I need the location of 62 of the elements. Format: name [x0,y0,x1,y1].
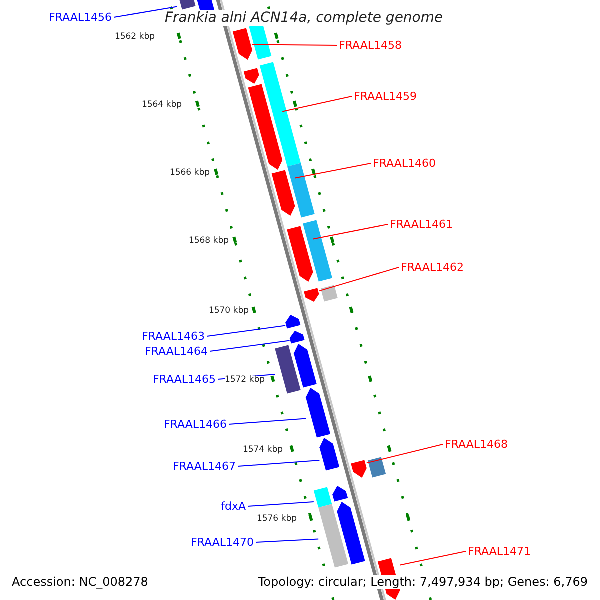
gene-label: FRAAL1463 [142,331,205,342]
scale-label: 1562 kbp [114,33,155,42]
gene-label: FRAAL1462 [401,262,464,273]
scale-label: 1570 kbp [208,307,249,316]
gene-label: FRAAL1456 [48,12,112,23]
scale-label: 1568 kbp [188,237,229,246]
gene-label: FRAAL1466 [164,419,227,430]
gene-block [290,331,305,344]
gene-block [287,226,314,282]
scale-label: 1576 kbp [256,515,297,524]
gene-block [286,315,301,329]
gene-bar [260,62,301,167]
gene-bar [314,487,332,508]
leader-line [248,502,314,507]
leader-line [366,444,444,464]
gene-label: FRAAL1470 [190,537,254,548]
gene-block [248,84,283,170]
scale-label: 1572 kbp [224,376,265,384]
gene-label: FRAAL1467 [172,461,236,472]
leader-line [206,325,286,337]
gene-label: fdxA [221,501,246,512]
gene-bar [303,220,332,282]
gene-bar [368,457,386,478]
gene-label: FRAAL1458 [339,40,402,51]
leader-line [252,44,338,46]
scale-label: 1574 kbp [242,446,283,454]
gene-label: FRAAL1468 [445,439,508,450]
gene-block [351,460,367,478]
leader-line [318,267,400,292]
gene-label: FRAAL1460 [373,158,436,169]
gene-block [294,344,317,388]
leader-line [312,224,388,240]
leader-line [238,460,320,467]
gene-label: FRAAL1465 [152,374,216,385]
gene-bar [318,504,348,568]
gene-label: FRAAL1459 [354,91,418,102]
gene-block [244,68,260,84]
gene-label: FRAAL1471 [468,546,532,557]
gene-label: FRAAL1464 [144,346,208,357]
gene-block [320,438,340,471]
gene-block [332,486,348,502]
leader-line [114,6,178,18]
leader-line [256,538,320,543]
accession-note: Accession: NC_008278 [10,575,150,589]
genome-summary: Topology: circular; Length: 7,497,934 bp; Genes: 6,769 [256,575,590,589]
leader-line [282,96,352,112]
gene-block [232,28,252,60]
gene-bar [320,285,338,302]
gene-block [306,388,331,438]
gene-block [337,502,366,565]
leader-line [294,163,372,179]
gene-block [304,288,320,302]
gene-label: FRAAL1461 [390,219,454,230]
leader-line [210,340,290,352]
leader-line [228,418,306,425]
scale-label: 1564 kbp [142,101,182,110]
gene-bar [249,23,272,60]
scale-label: 1566 kbp [170,169,210,178]
gene-block [272,170,296,216]
gene-bar [288,163,315,218]
gene-bar [275,345,301,394]
leader-line [400,551,466,566]
